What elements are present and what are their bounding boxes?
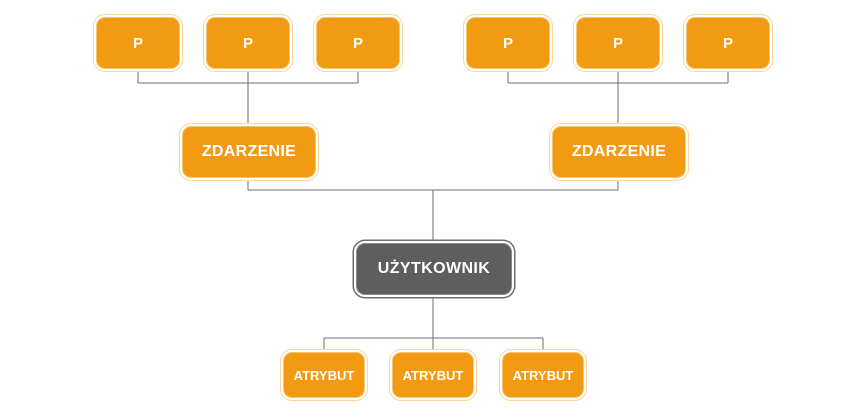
param-node-left-3: P xyxy=(316,17,400,69)
event-node-left: ZDARZENIE xyxy=(182,126,316,178)
user-node: UŻYTKOWNIK xyxy=(356,243,512,295)
event-node-right: ZDARZENIE xyxy=(552,126,686,178)
attribute-node-1: ATRYBUT xyxy=(283,352,365,398)
param-node-right-2: P xyxy=(576,17,660,69)
attribute-node-3: ATRYBUT xyxy=(502,352,584,398)
param-node-right-3: P xyxy=(686,17,770,69)
param-node-right-1: P xyxy=(466,17,550,69)
param-node-left-2: P xyxy=(206,17,290,69)
param-node-left-1: P xyxy=(96,17,180,69)
attribute-node-2: ATRYBUT xyxy=(392,352,474,398)
